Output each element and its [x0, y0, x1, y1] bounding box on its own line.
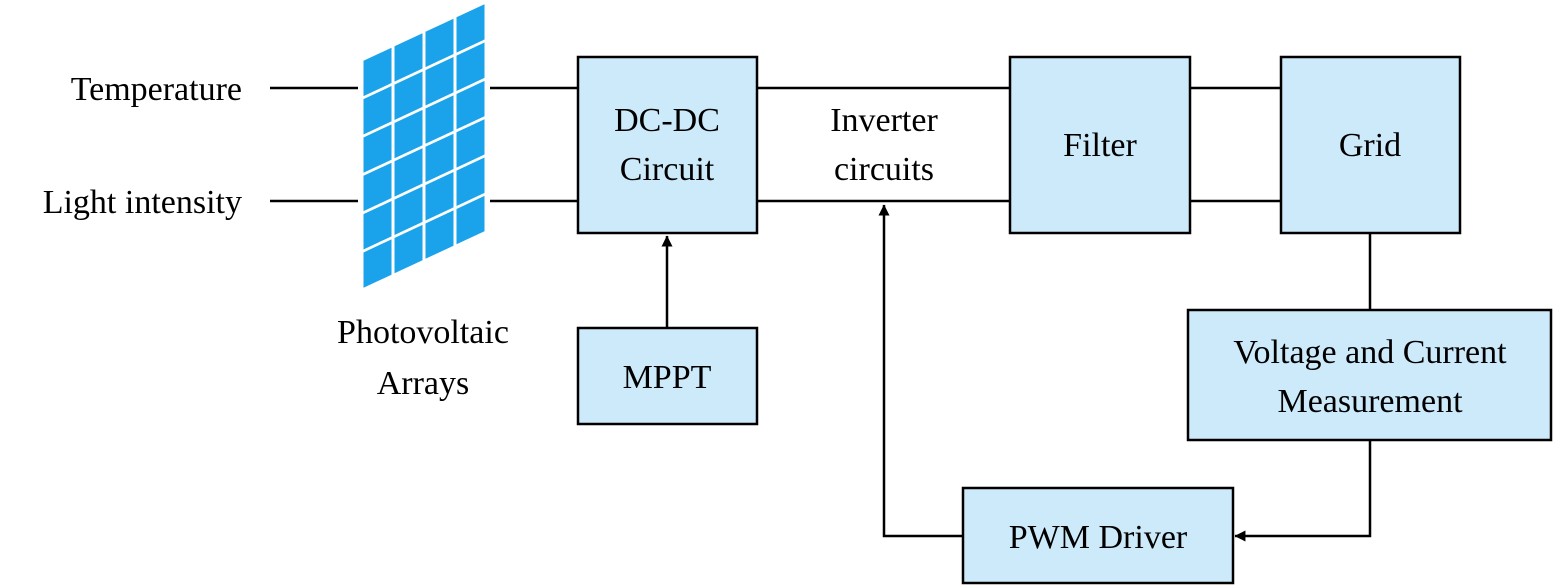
panel-cell [394, 148, 423, 197]
pwm-driver-label: PWM Driver [1009, 519, 1188, 556]
panel-cell [363, 201, 392, 250]
panel-cell [456, 157, 485, 206]
panel-cell [425, 210, 454, 259]
dcdc-label-line1: DC-DC [614, 102, 720, 139]
panel-cell [394, 109, 423, 159]
pv-array-label-line1: Photovoltaic [337, 314, 509, 351]
panel-cell [425, 172, 454, 221]
grid-block [1279, 55, 1462, 235]
panel-cell [456, 195, 485, 245]
panel-cell [363, 239, 392, 288]
pv-array-label-line2: Arrays [377, 365, 470, 402]
panel-cell [425, 95, 454, 144]
panel-cell [456, 80, 485, 130]
panel-cell [363, 124, 392, 173]
dcdc-label-line2: Circuit [620, 151, 715, 188]
panel-cell [394, 33, 423, 82]
measurement-block [1186, 308, 1553, 442]
panel-cell [394, 186, 423, 235]
panel-cell [456, 119, 485, 168]
panel-cell [363, 86, 392, 135]
panel-cell [425, 18, 454, 68]
mppt-label: MPPT [623, 359, 712, 396]
arrow-pwm-to-inverter [878, 204, 963, 538]
temperature-label: Temperature [71, 71, 242, 108]
panel-cell [456, 42, 485, 91]
panel-cell [363, 47, 392, 97]
measurement-label-line2: Measurement [1277, 383, 1463, 420]
panel-cell [456, 4, 485, 53]
filter-label: Filter [1063, 127, 1137, 164]
inverter-label-line1: Inverter [830, 102, 938, 139]
panel-cell [394, 224, 423, 274]
panel-cell [425, 57, 454, 106]
photovoltaic-panel-icon [363, 4, 485, 288]
light-intensity-label: Light intensity [43, 184, 242, 221]
panel-cell [425, 133, 454, 183]
dcdc-circuit-block [576, 55, 759, 235]
inverter-label-line2: circuits [834, 151, 934, 188]
panel-cell [363, 162, 392, 212]
grid-label: Grid [1339, 127, 1401, 164]
measurement-label-line1: Voltage and Current [1233, 334, 1507, 371]
mppt-block [576, 326, 759, 426]
filter-block [1008, 55, 1192, 235]
panel-cell [394, 71, 423, 120]
arrow-measurement-to-pwm [1234, 440, 1372, 542]
pwm-driver-block [961, 486, 1235, 585]
